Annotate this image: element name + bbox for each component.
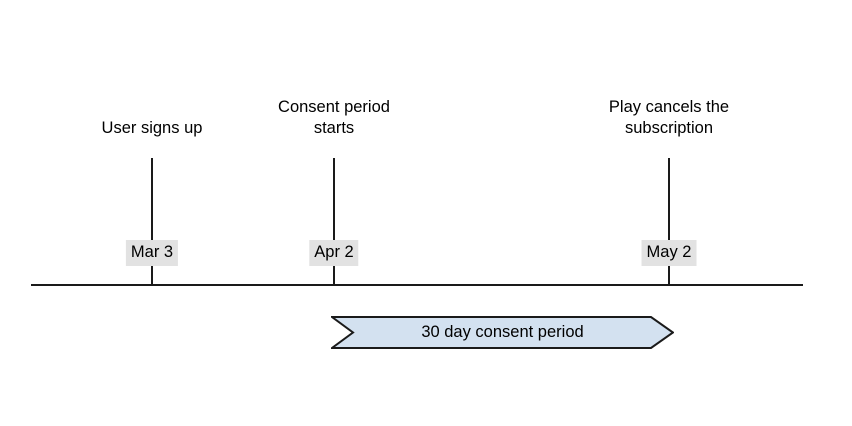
event-label: Consent period starts — [278, 98, 390, 137]
event-date-chip: Apr 2 — [309, 240, 359, 266]
timeline-axis — [31, 284, 803, 286]
chevron-banner-icon — [331, 316, 674, 349]
banner-label: 30 day consent period — [421, 323, 584, 341]
event-label: Play cancels the subscription — [608, 98, 730, 137]
event-date-chip: May 2 — [641, 240, 697, 266]
event-tick-line — [333, 158, 335, 285]
event-tick-line — [151, 158, 153, 285]
event-label: User signs up — [101, 119, 203, 137]
event-date-chip: Mar 3 — [125, 240, 179, 266]
consent-period-banner: 30 day consent period — [331, 316, 674, 349]
event-tick-line — [668, 158, 670, 285]
